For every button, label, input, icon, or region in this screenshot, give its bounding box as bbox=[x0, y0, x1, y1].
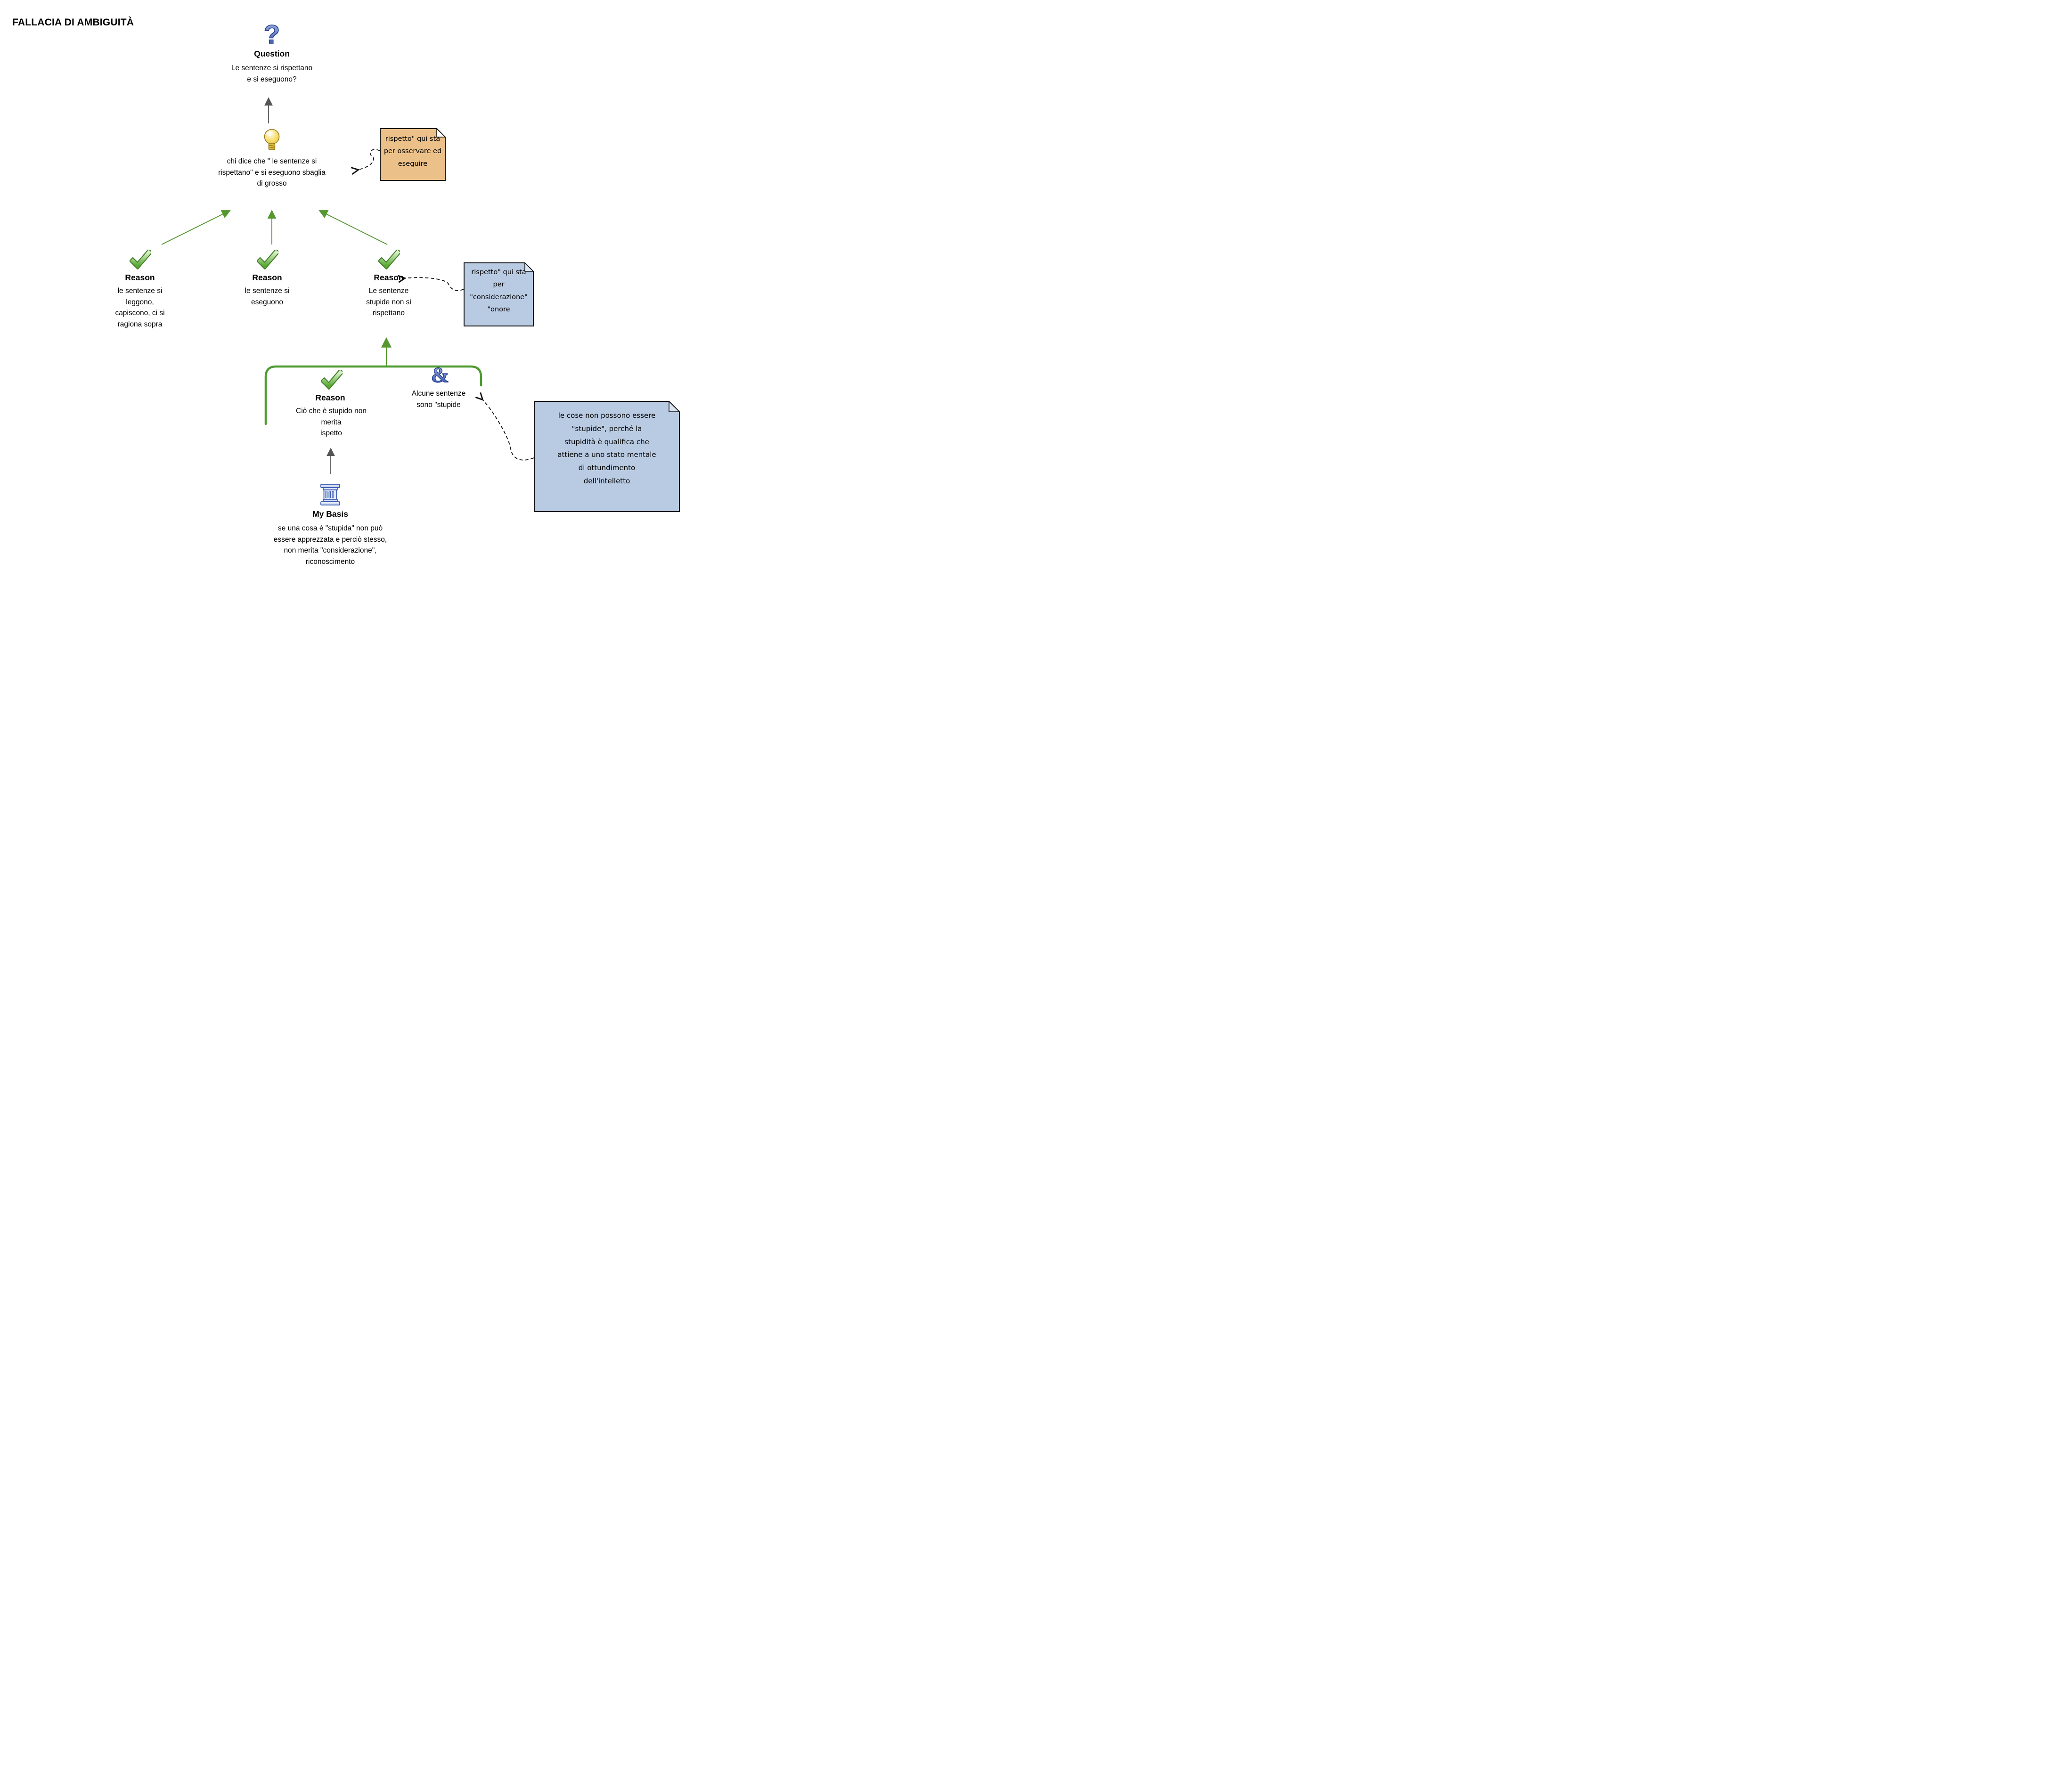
note-orange[interactable]: rispetto" qui sta per osservare ed esegu… bbox=[380, 128, 446, 181]
text-line: rispettano bbox=[372, 309, 405, 318]
note-blue-2[interactable]: le cose non possono essere "stupide", pe… bbox=[534, 401, 680, 512]
basis-node[interactable] bbox=[319, 483, 341, 506]
text-line: rispettano" e si eseguono sbaglia bbox=[218, 168, 326, 177]
text-line: non merita "considerazione", bbox=[284, 546, 377, 555]
text-line: "considerazione" bbox=[470, 293, 528, 301]
reason-label: Reason bbox=[252, 273, 282, 282]
basis-text[interactable]: se una cosa è "stupida" non può essere a… bbox=[244, 523, 417, 567]
text-line: per bbox=[493, 281, 505, 289]
text-line: merita bbox=[321, 418, 342, 426]
question-label: Question bbox=[254, 49, 290, 58]
question-mark-icon: ? bbox=[263, 21, 280, 49]
text-line: per osservare ed bbox=[384, 147, 442, 155]
text-line: di grosso bbox=[257, 179, 287, 188]
text-line: rispetto" qui sta bbox=[471, 269, 526, 276]
text-line: riconoscimento bbox=[305, 557, 355, 566]
reason-label: Reason bbox=[125, 273, 155, 282]
text-line: eseguire bbox=[398, 160, 428, 168]
text-line: chi dice che " le sentenze si bbox=[227, 157, 317, 165]
text-line: Le sentenze bbox=[368, 287, 409, 295]
text-line: le cose non possono essere bbox=[558, 411, 656, 420]
text-line: se una cosa è "stupida" non può bbox=[278, 524, 383, 532]
note-orange-shape bbox=[380, 128, 446, 181]
arrow-reason1-to-claim bbox=[161, 210, 231, 245]
text-line: Alcune sentenze bbox=[411, 390, 466, 398]
text-line: attiene a uno stato mentale bbox=[557, 450, 656, 459]
arrow-reason3-to-claim bbox=[318, 210, 388, 245]
column-icon bbox=[320, 484, 340, 505]
note-blue-2-shape bbox=[534, 401, 680, 512]
dashed-connector-note-blue2 bbox=[482, 399, 534, 461]
reason-node-3[interactable] bbox=[378, 250, 400, 269]
check-mark-icon bbox=[378, 250, 400, 269]
text-line: essere apprezzata e perciò stesso, bbox=[273, 535, 387, 544]
ampersand-icon: & bbox=[431, 363, 449, 387]
reason-text-4[interactable]: Ciò che è stupido non merita ispetto bbox=[275, 406, 388, 439]
text-line: "stupide", perché la bbox=[571, 424, 642, 433]
folded-corner-icon bbox=[436, 128, 446, 138]
text-line: leggono, bbox=[126, 298, 154, 306]
check-mark-icon bbox=[321, 370, 343, 390]
text-line: rispetto" qui sta bbox=[385, 135, 441, 143]
dashed-connector-note-orange bbox=[357, 149, 380, 170]
text-line: ispetto bbox=[320, 429, 342, 438]
text-line: eseguono bbox=[251, 298, 284, 306]
reason-text-3[interactable]: Le sentenze stupide non si rispettano bbox=[342, 285, 436, 319]
check-mark-icon bbox=[130, 250, 151, 269]
question-node[interactable]: ? bbox=[259, 21, 285, 49]
argument-map-canvas: FALLACIA DI AMBIGUITÀ ? Question Le sent… bbox=[0, 0, 686, 597]
text-line: capiscono, ci si bbox=[115, 309, 165, 318]
basis-label: My Basis bbox=[312, 509, 348, 519]
conjunction-node[interactable]: & bbox=[426, 363, 454, 387]
reason-label: Reason bbox=[374, 273, 404, 282]
text-line: stupidità è qualifica che bbox=[564, 437, 649, 446]
text-line: di ottundimento bbox=[578, 464, 636, 472]
svg-text:&: & bbox=[431, 363, 449, 387]
question-text[interactable]: Le sentenze si rispettano e si eseguono? bbox=[206, 63, 338, 85]
check-mark-icon bbox=[257, 250, 278, 269]
folded-corner-icon bbox=[524, 262, 534, 272]
reason-label: Reason bbox=[315, 393, 345, 402]
text-line: le sentenze si bbox=[245, 287, 290, 295]
note-blue-1[interactable]: rispetto" qui sta per "considerazione" "… bbox=[464, 262, 534, 326]
text-line: Le sentenze si rispettano bbox=[231, 64, 313, 72]
note-orange-text: rispetto" qui sta per osservare ed esegu… bbox=[382, 133, 444, 170]
page-title: FALLACIA DI AMBIGUITÀ bbox=[12, 17, 134, 28]
main-claim-node[interactable] bbox=[261, 128, 282, 154]
reason-node-4[interactable] bbox=[321, 370, 343, 390]
reason-text-1[interactable]: le sentenze si leggono, capiscono, ci si… bbox=[93, 285, 187, 330]
text-line: sono "stupide bbox=[416, 400, 461, 409]
reason-node-2[interactable] bbox=[257, 250, 278, 269]
folded-corner-icon bbox=[669, 401, 680, 412]
note-blue-2-text: le cose non possono essere "stupide", pe… bbox=[537, 409, 677, 488]
reason-node-1[interactable] bbox=[130, 250, 151, 269]
main-claim-text[interactable]: chi dice che " le sentenze si rispettano… bbox=[189, 156, 354, 189]
text-line: le sentenze si bbox=[117, 287, 163, 295]
text-line: e si eseguono? bbox=[247, 75, 297, 83]
text-line: dell'intelletto bbox=[583, 476, 630, 485]
svg-text:?: ? bbox=[264, 21, 280, 49]
text-line: Ciò che è stupido non bbox=[296, 407, 367, 415]
text-line: "onore bbox=[487, 306, 510, 314]
text-line: ragiona sopra bbox=[117, 320, 163, 328]
note-blue-1-text: rispetto" qui sta per "considerazione" "… bbox=[465, 266, 532, 316]
reason-text-2[interactable]: le sentenze si eseguono bbox=[220, 285, 314, 308]
conjunction-text[interactable]: Alcune sentenze sono "stupide bbox=[394, 388, 483, 410]
lightbulb-icon bbox=[264, 129, 280, 150]
text-line: stupide non si bbox=[366, 298, 411, 306]
note-blue-1-shape bbox=[464, 262, 534, 326]
